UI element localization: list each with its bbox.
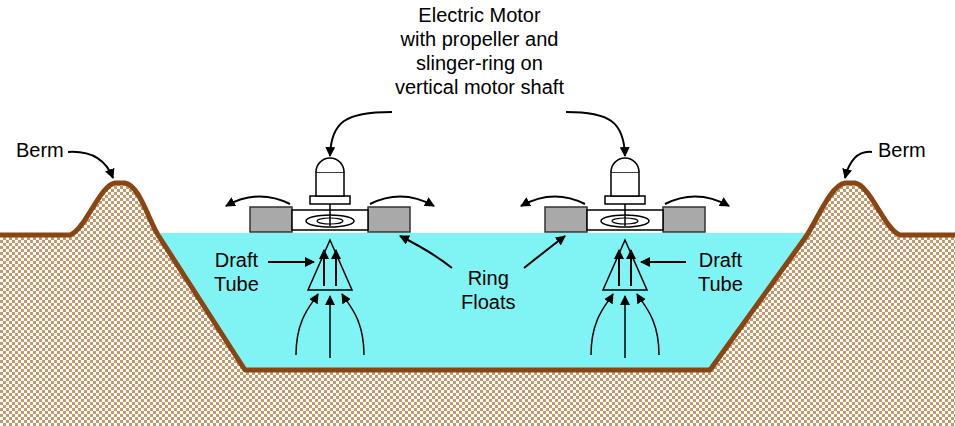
berm-label: Berm (16, 138, 64, 162)
leader-line (845, 152, 872, 178)
part-label: Draft Tube (214, 248, 259, 296)
leader-line (524, 236, 565, 268)
leader-line (330, 112, 392, 156)
leader-line (641, 261, 686, 263)
leader-line (268, 261, 314, 263)
part-label: Ring Floats (461, 266, 515, 314)
leader-line (566, 112, 625, 156)
aerator (521, 158, 729, 358)
part-label: Draft Tube (698, 248, 743, 296)
lagoon-water (150, 233, 815, 372)
ground-surface (0, 183, 955, 370)
leader-line (68, 152, 113, 178)
component-label: Electric Motor with propeller and slinge… (395, 3, 564, 99)
leader-line (400, 236, 452, 268)
soil-ground (0, 183, 955, 426)
berm-label: Berm (878, 138, 926, 162)
